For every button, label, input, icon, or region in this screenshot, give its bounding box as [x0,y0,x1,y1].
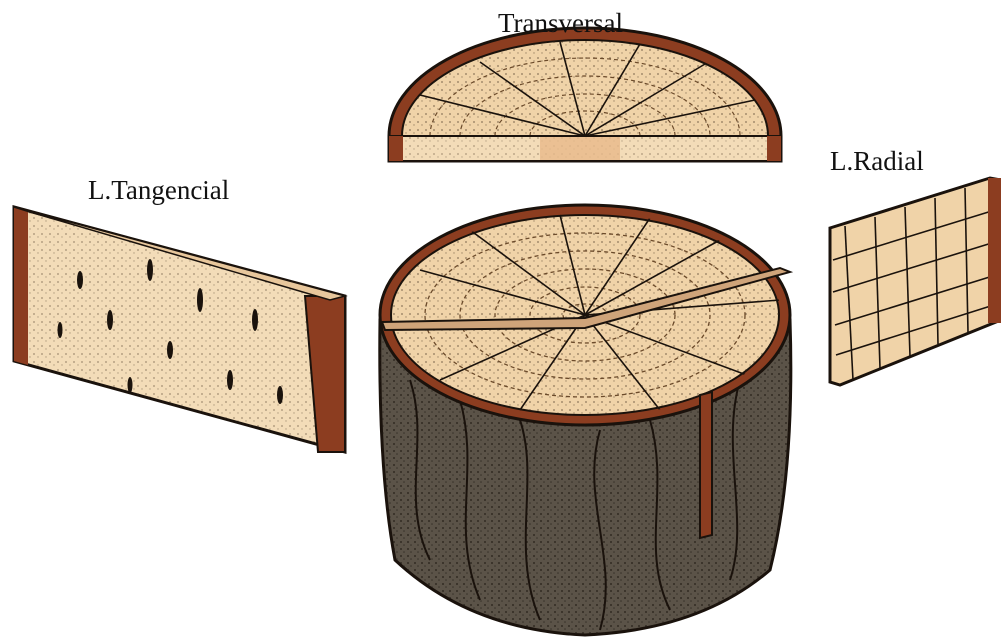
tangential-section [14,207,345,452]
transversal-section [389,28,781,161]
label-transversal: Transversal [498,8,623,39]
radial-section [830,178,1001,385]
label-tangencial: L.Tangencial [88,175,229,206]
label-radial: L.Radial [830,146,924,177]
tree-stump [380,205,791,635]
